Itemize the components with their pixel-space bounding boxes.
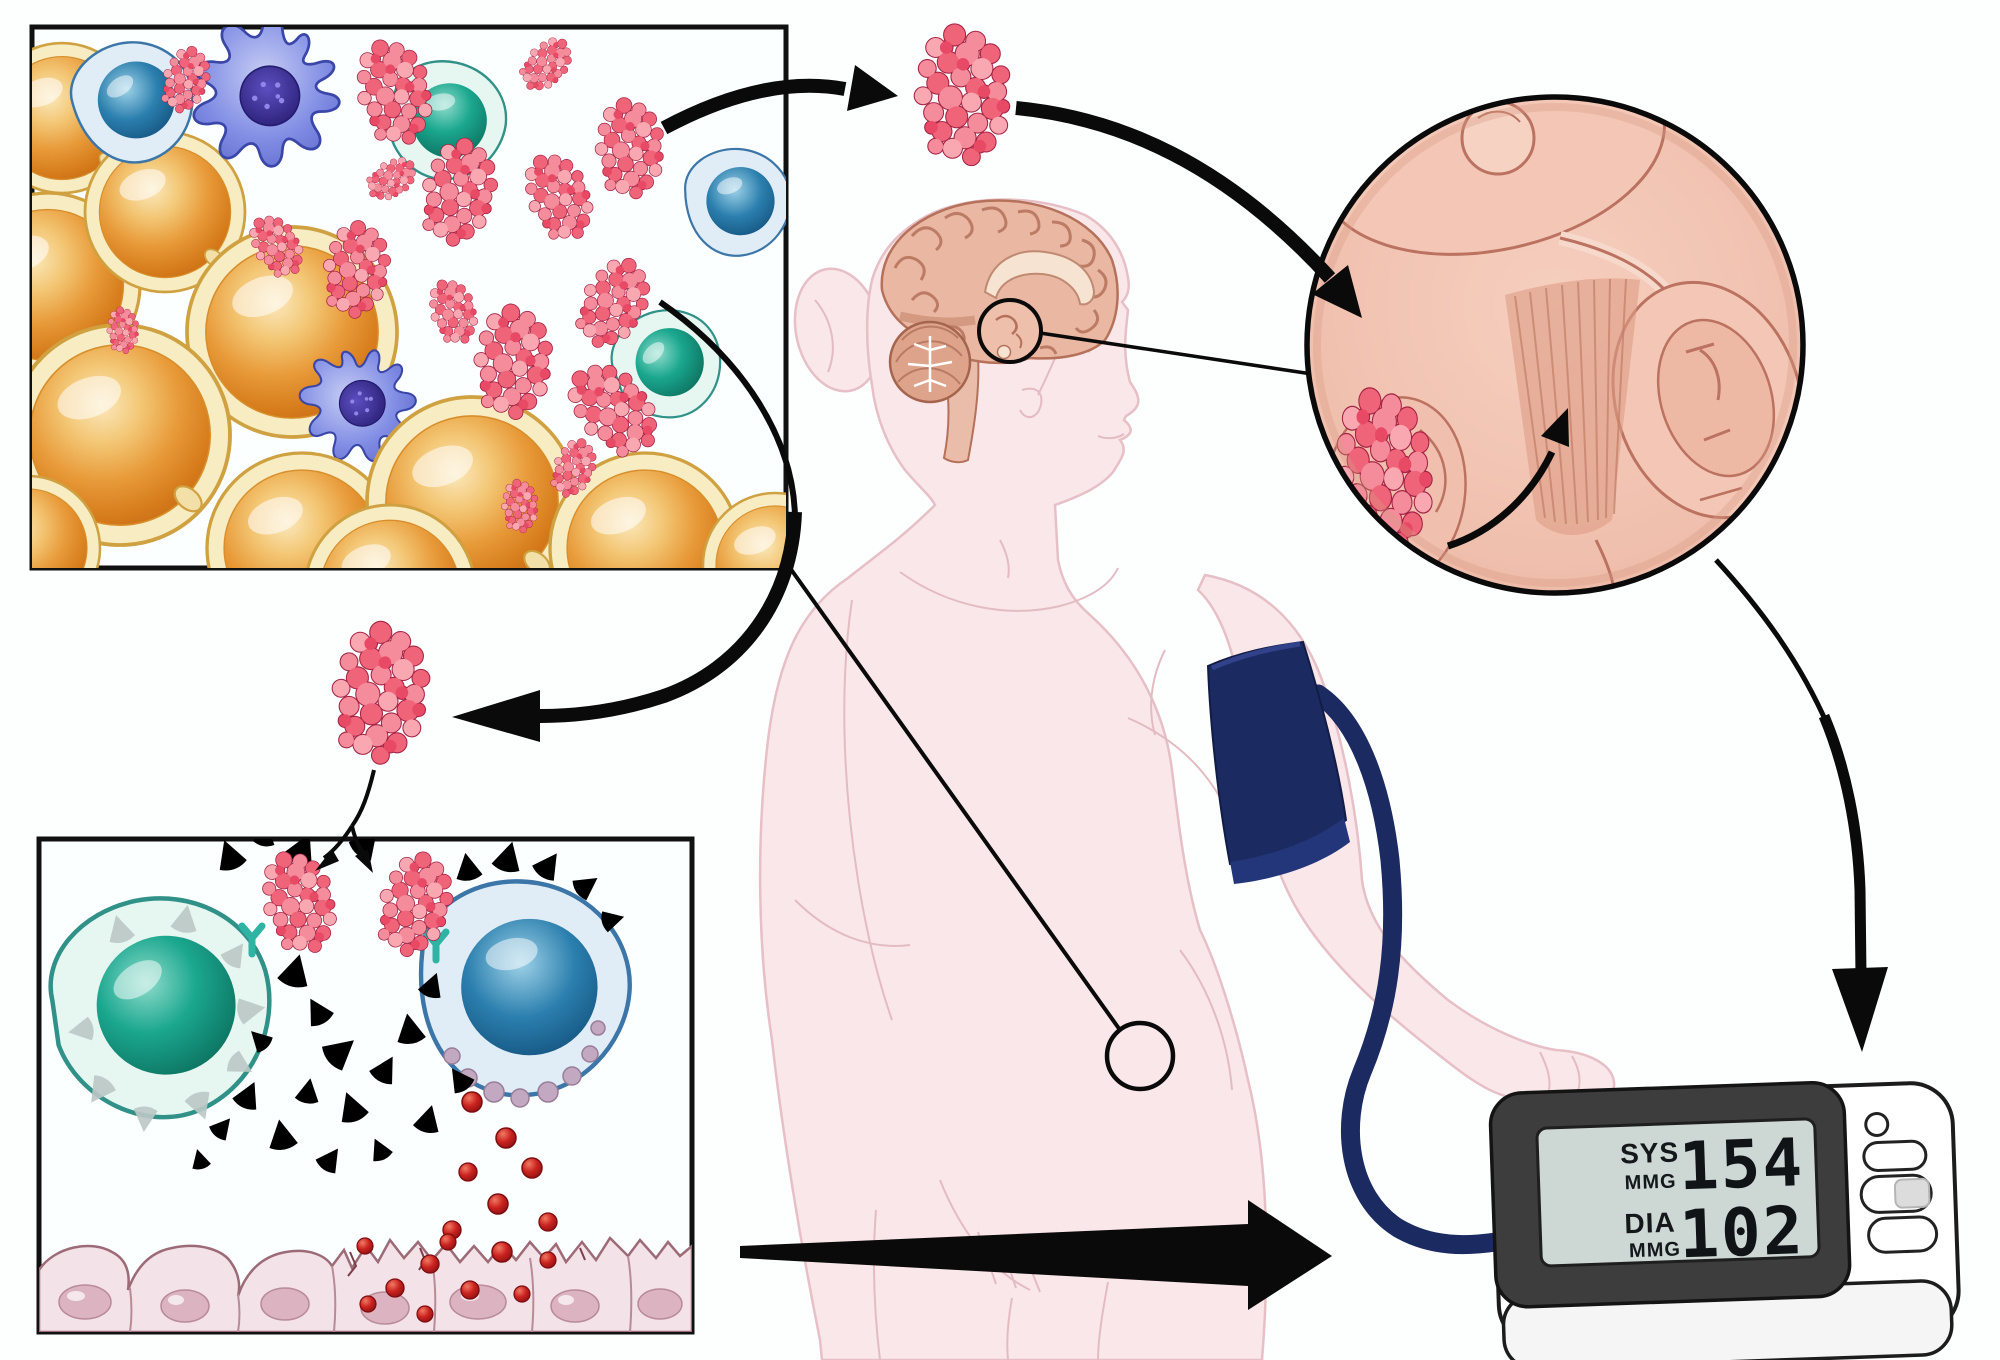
arrow-body-to-monitor [740,1200,1332,1310]
slider-knob[interactable] [1893,1177,1931,1209]
leptin-receptor [238,922,266,958]
mode-slider[interactable] [1859,1173,1933,1214]
corpus-callosum [983,250,1096,306]
cerebellum [888,320,972,404]
bp-cuff-and-tube [1206,640,1506,1255]
inset-small-arrow [1446,408,1569,550]
dia-value: 102 [1678,1192,1806,1273]
bp-monitor: SYS MMG 154 DIA MMG 102 [1488,1080,1961,1360]
sys-value: 154 [1678,1124,1806,1205]
button-top[interactable] [1862,1139,1928,1172]
sys-unit: MMG [1624,1170,1677,1194]
striations [1514,278,1627,525]
immune-activation-panel [36,836,695,1335]
sys-label: SYS [1620,1136,1680,1169]
lcd-screen [1535,1117,1821,1268]
hypothalamus-highlight-circle [977,298,1043,364]
arrow-leptin-to-brain-inset [1015,101,1362,318]
arrow-leptin-fork-to-cells [315,769,376,873]
flow-arrows [315,65,1888,1310]
power-led [1864,1111,1890,1137]
adipose-tissue-panel [29,24,789,571]
cuff-tube [1308,684,1506,1255]
dia-label: DIA [1624,1207,1676,1240]
brain-illustration [880,199,1313,464]
button-bottom[interactable] [1867,1215,1939,1254]
teal-effector-cell [40,884,285,1133]
belly-circle [1104,1020,1176,1092]
dia-unit: MMG [1629,1238,1682,1262]
leptin-molecule-free-top [915,24,1010,165]
arrow-tissue-to-leptin [660,65,898,135]
panel-connector-line [788,566,1122,1032]
arrow-tissue-to-free-leptin [452,299,802,742]
leptin-molecule-free-left [323,616,436,768]
belly-zoom-marker [788,566,1176,1092]
arrow-inset-to-monitor [1714,558,1888,1052]
inset-connector-line [1039,331,1313,376]
hypothalamus-inset [1304,94,1806,596]
